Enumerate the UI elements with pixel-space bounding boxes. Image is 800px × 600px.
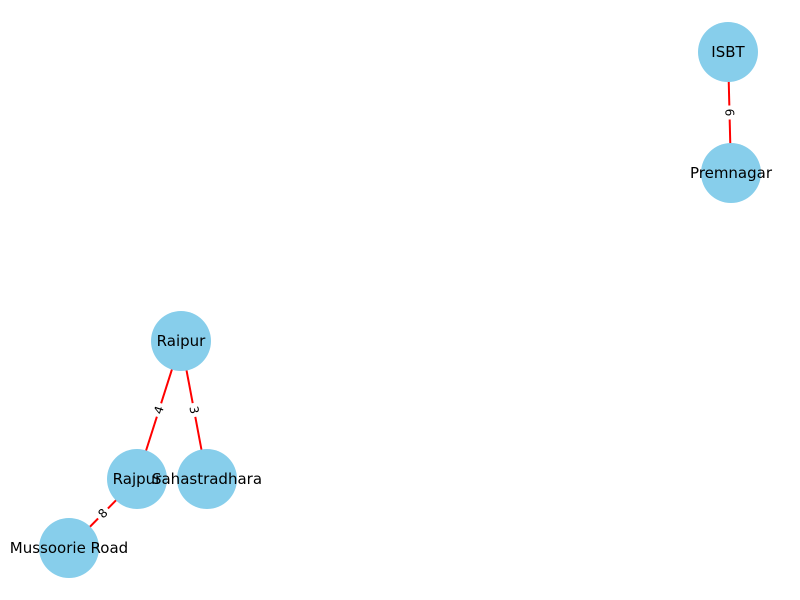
node-label-isbt: ISBT bbox=[711, 43, 745, 61]
node-label-raipur: Raipur bbox=[157, 332, 206, 350]
edge-label-background bbox=[184, 401, 204, 419]
edge-weight-label: 4 bbox=[151, 404, 167, 416]
nodes-layer bbox=[39, 22, 761, 578]
node-label-mussoorieroad: Mussoorie Road bbox=[10, 539, 128, 557]
node-label-sahastradhara: Sahastradhara bbox=[152, 470, 262, 488]
edge-weight-label: 6 bbox=[722, 109, 736, 117]
edge-weight-label: 3 bbox=[186, 405, 201, 415]
edge-label-background bbox=[149, 400, 169, 420]
node-isbt bbox=[698, 22, 758, 82]
node-mussoorieroad bbox=[39, 518, 99, 578]
node-raipur bbox=[151, 311, 211, 371]
node-sahastradhara bbox=[177, 449, 237, 509]
edge-label-background bbox=[721, 105, 738, 120]
node-label-premnagar: Premnagar bbox=[690, 164, 773, 182]
node-premnagar bbox=[701, 143, 761, 203]
node-labels-layer: ISBT PremnagarRaipurRajpurSahastradharaMu… bbox=[10, 43, 773, 557]
edge-label-background bbox=[92, 502, 114, 525]
node-label-rajpur: Rajpur bbox=[113, 470, 162, 488]
node-rajpur bbox=[107, 449, 167, 509]
